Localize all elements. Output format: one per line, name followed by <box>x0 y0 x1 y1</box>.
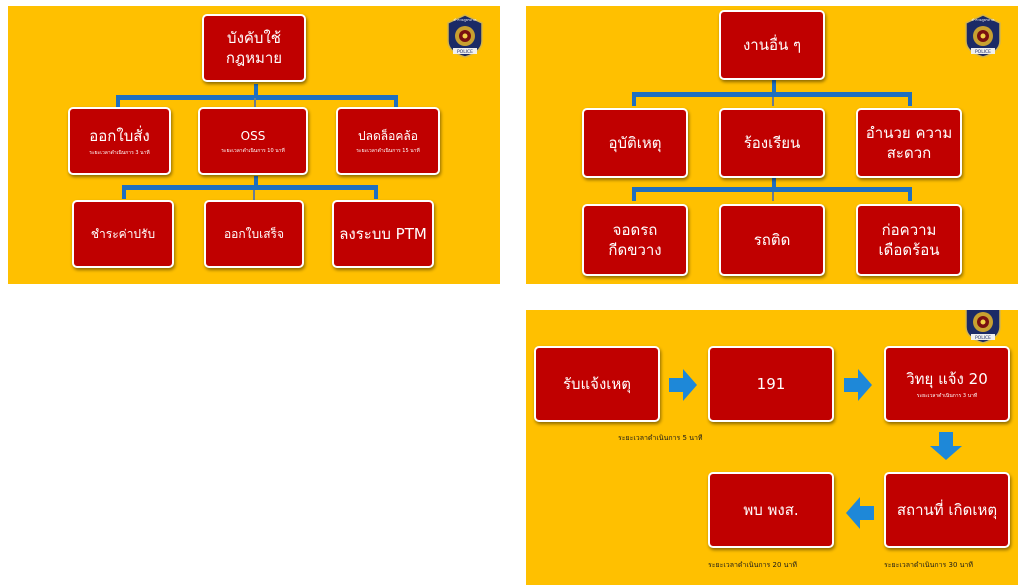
duration-note-scene: ระยะเวลาดำเนินการ 30 นาที <box>884 561 973 569</box>
connector-level2-right-drop <box>908 187 912 201</box>
arrow-left-icon <box>846 497 874 529</box>
police-badge-icon: POLICE ตำรวจภูธรภาค <box>447 14 483 58</box>
ptm-label: ลงระบบ PTM <box>339 224 427 243</box>
connector-right-drop <box>908 92 912 106</box>
police-badge-icon: POLICE ตำรวจภูธรภาค <box>965 14 1001 58</box>
ticket-box[interactable]: ออกใบสั่ง ระยะเวลาดำเนินการ 3 นาที <box>68 107 171 175</box>
connector-level2-left-drop <box>122 185 126 199</box>
disturbance-label: ก่อความ เดือดร้อน <box>878 220 940 259</box>
wheel-unlock-box[interactable]: ปลดล็อคล้อ ระยะเวลาดำเนินการ 15 นาที <box>336 107 440 175</box>
radio-dispatch-box[interactable]: วิทยุ แจ้ง 20 ระยะเวลาดำเนินการ 3 นาที <box>884 346 1010 422</box>
complaint-label: ร้องเรียน <box>743 133 801 152</box>
connector-level2-bar <box>122 185 378 190</box>
connector-complaint-level2 <box>772 178 776 190</box>
duration-note-receive: ระยะเวลาดำเนินการ 5 นาที <box>618 434 703 442</box>
badge-top-text: ตำรวจภูธรภาค <box>453 18 477 22</box>
arrow-right-icon <box>669 369 697 401</box>
connector-level2-right-drop <box>374 185 378 199</box>
meet-investigator-label: พบ พงส. <box>743 500 799 519</box>
connector-oss-level2 <box>254 176 258 188</box>
connector-level1-bar <box>632 92 912 97</box>
traffic-jam-label: รถติด <box>753 230 791 249</box>
wheel-unlock-duration: ระยะเวลาดำเนินการ 15 นาที <box>356 147 420 154</box>
badge-top-text: ตำรวจภูธรภาค <box>971 18 995 22</box>
accident-label: อุบัติเหตุ <box>608 133 662 152</box>
connector-level2-mid-drop <box>772 192 774 201</box>
other-tasks-root-box[interactable]: งานอื่น ๆ <box>719 10 825 80</box>
connector-left-drop <box>632 92 636 106</box>
connector-level1-bar <box>116 95 398 100</box>
badge-police-text: POLICE <box>457 49 473 55</box>
accident-box[interactable]: อุบัติเหตุ <box>582 108 688 178</box>
other-tasks-root-label: งานอื่น ๆ <box>742 35 802 54</box>
radio-dispatch-label: วิทยุ แจ้ง 20 <box>906 369 988 388</box>
incident-scene-box[interactable]: สถานที่ เกิดเหตุ <box>884 472 1010 548</box>
hotline-191-box[interactable]: 191 <box>708 346 834 422</box>
connector-right-drop <box>394 95 398 109</box>
wheel-unlock-label: ปลดล็อคล้อ <box>358 128 418 143</box>
connector-left-drop <box>116 95 120 109</box>
connector-mid-drop <box>254 98 256 109</box>
ticket-duration: ระยะเวลาดำเนินการ 3 นาที <box>89 149 150 156</box>
obstruct-parking-label: จอดรถ กีดขวาง <box>608 220 662 259</box>
badge-police-text: POLICE <box>975 49 991 55</box>
pay-fine-box[interactable]: ชำระค่าปรับ <box>72 200 174 268</box>
traffic-jam-box[interactable]: รถติด <box>719 204 825 276</box>
oss-box[interactable]: OSS ระยะเวลาดำเนินการ 10 นาที <box>198 107 308 175</box>
receive-report-box[interactable]: รับแจ้งเหตุ <box>534 346 660 422</box>
slide-other-tasks: งานอื่น ๆ อุบัติเหตุ ร้องเรียน อำนวย ควา… <box>526 6 1018 284</box>
incident-scene-label: สถานที่ เกิดเหตุ <box>896 500 998 519</box>
pay-fine-label: ชำระค่าปรับ <box>90 226 156 241</box>
meet-investigator-box[interactable]: พบ พงส. <box>708 472 834 548</box>
convenience-label: อำนวย ความสะดวก <box>865 123 953 162</box>
connector-mid-drop <box>772 97 774 106</box>
oss-label: OSS <box>240 128 266 143</box>
receipt-box[interactable]: ออกใบเสร็จ <box>204 200 304 268</box>
ticket-label: ออกใบสั่ง <box>89 126 150 145</box>
arrow-down-icon <box>930 432 962 460</box>
connector-level2-left-drop <box>632 187 636 201</box>
connector-level2-mid-drop <box>253 190 255 200</box>
enforcement-root-box[interactable]: บังคับใช้ กฎหมาย <box>202 14 306 82</box>
convenience-box[interactable]: อำนวย ความสะดวก <box>856 108 962 178</box>
connector-level2-bar <box>632 187 912 192</box>
police-badge-icon: POLICE <box>965 310 1001 344</box>
hotline-191-label: 191 <box>756 374 786 393</box>
radio-dispatch-duration: ระยะเวลาดำเนินการ 3 นาที <box>916 392 978 399</box>
slide-incident-flow: POLICE รับแจ้งเหตุ 191 วิทยุ แจ้ง 20 ระย… <box>526 310 1018 585</box>
disturbance-box[interactable]: ก่อความ เดือดร้อน <box>856 204 962 276</box>
arrow-right-icon <box>844 369 872 401</box>
duration-note-investigator: ระยะเวลาดำเนินการ 20 นาที <box>708 561 797 569</box>
receipt-label: ออกใบเสร็จ <box>223 226 285 241</box>
badge-police-text: POLICE <box>975 335 991 341</box>
obstruct-parking-box[interactable]: จอดรถ กีดขวาง <box>582 204 688 276</box>
connector-root-level1 <box>254 84 258 98</box>
connector-root-level1 <box>772 80 776 94</box>
enforcement-root-label: บังคับใช้ กฎหมาย <box>225 28 283 67</box>
ptm-box[interactable]: ลงระบบ PTM <box>332 200 434 268</box>
complaint-box[interactable]: ร้องเรียน <box>719 108 825 178</box>
oss-duration: ระยะเวลาดำเนินการ 10 นาที <box>221 147 285 154</box>
slide-enforcement: บังคับใช้ กฎหมาย ออกใบสั่ง ระยะเวลาดำเนิ… <box>8 6 500 284</box>
receive-report-label: รับแจ้งเหตุ <box>562 374 632 393</box>
